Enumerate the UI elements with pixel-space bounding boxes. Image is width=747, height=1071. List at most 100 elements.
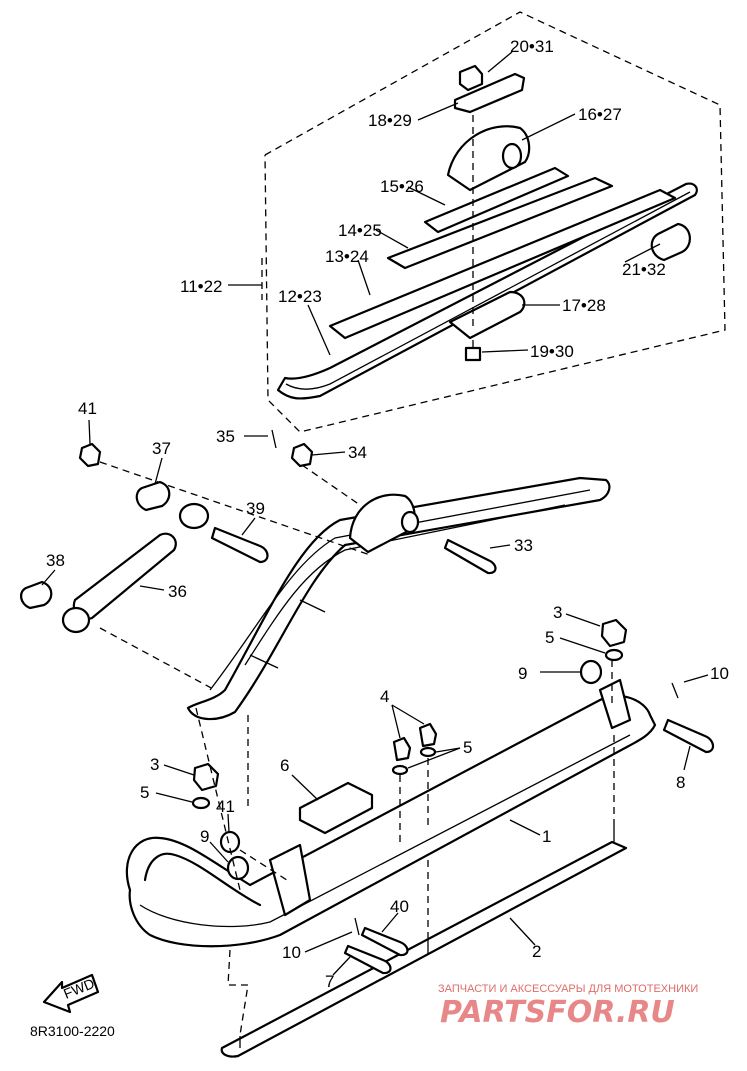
label-7: 7 — [325, 972, 334, 991]
shock-lower-eye — [61, 606, 91, 634]
washer-5-right — [419, 746, 437, 758]
label-36: 36 — [168, 582, 187, 601]
clamp-bolt-hole — [501, 142, 523, 170]
leader-15-26 — [407, 186, 446, 206]
collar-37 — [135, 480, 171, 512]
leader-5b-left — [407, 747, 461, 769]
collar-9-rear — [579, 659, 603, 685]
leader-34 — [311, 451, 346, 456]
label-20-31: 20•31 — [510, 37, 554, 56]
leader-6 — [291, 774, 319, 801]
lower-leaf-spring — [186, 476, 611, 891]
leader-9b — [209, 841, 229, 863]
nut-20 — [458, 64, 484, 92]
bracket-18 — [453, 72, 526, 114]
leader-33 — [489, 544, 511, 549]
leader-20-31 — [487, 51, 513, 73]
ski-tip-curve — [143, 852, 262, 907]
label-1: 1 — [542, 827, 551, 846]
label-41b: 41 — [216, 797, 235, 816]
lower-leaf-layer-2 — [244, 504, 566, 666]
label-12-23: 12•23 — [278, 287, 322, 306]
bolt-7 — [343, 944, 392, 975]
leader-5c — [155, 792, 193, 803]
label-19-30: 19•30 — [530, 342, 574, 361]
leader-41a — [88, 419, 91, 445]
collar-21 — [650, 222, 691, 262]
leader-7 — [332, 956, 351, 976]
label-10b: 10 — [282, 943, 301, 962]
bolt-39 — [210, 526, 269, 564]
label-9a: 9 — [518, 664, 527, 683]
shock-upper-eye — [178, 502, 210, 530]
label-13-24: 13•24 — [325, 247, 369, 266]
cotter-pin-10-rear — [671, 682, 679, 699]
label-3a: 3 — [553, 603, 562, 622]
spring-pad-17 — [448, 290, 526, 340]
label-5b: 5 — [463, 738, 472, 757]
label-14-25: 14•25 — [338, 221, 382, 240]
leader-3a — [565, 613, 601, 627]
leader-40 — [381, 912, 399, 933]
leader-2 — [509, 917, 536, 946]
label-3b: 3 — [150, 755, 159, 774]
washer-5-rear — [604, 648, 624, 662]
main-leaf-12 — [276, 182, 698, 400]
leader-16-27 — [521, 113, 576, 141]
washer-5-left — [391, 764, 409, 776]
label-18-29: 18•29 — [368, 111, 412, 130]
diagram-code: 8R3100-2220 — [30, 1023, 115, 1039]
leader-37 — [154, 457, 163, 485]
leader-39 — [241, 517, 256, 536]
nut-41-upper — [78, 442, 102, 468]
cotter-pin-10-front — [354, 917, 360, 936]
label-33: 33 — [514, 536, 533, 555]
label-21-32: 21•32 — [622, 260, 666, 279]
leaf-15 — [423, 166, 570, 234]
label-6: 6 — [280, 756, 289, 775]
nut-3-front — [192, 762, 220, 792]
watermark-brand: PARTSFOR.RU — [440, 995, 675, 1030]
assembly-box-outline — [264, 11, 726, 433]
label-17-28: 17•28 — [562, 296, 606, 315]
label-15-26: 15•26 — [380, 177, 424, 196]
leader-8 — [683, 745, 691, 771]
leader-14-25 — [375, 229, 409, 249]
fwd-arrow: FWD — [42, 973, 100, 1014]
label-38: 38 — [46, 551, 65, 570]
label-37: 37 — [152, 439, 171, 458]
leader-38 — [41, 569, 56, 586]
leaf-13 — [328, 188, 677, 340]
label-39: 39 — [246, 499, 265, 518]
label-10a: 10 — [710, 664, 729, 683]
nut-34 — [290, 442, 314, 468]
runner-2 — [220, 840, 628, 1058]
label-8: 8 — [676, 773, 685, 792]
bolt-8 — [662, 718, 715, 754]
bolt-40 — [360, 926, 409, 957]
leader-5a — [559, 637, 606, 654]
label-35: 35 — [216, 427, 235, 446]
leaf-14 — [386, 176, 614, 270]
leader-3b — [163, 764, 195, 776]
leader-41b — [227, 813, 230, 833]
leaf-segment-2 — [299, 599, 326, 613]
shock-absorber-assembly — [20, 429, 497, 691]
fwd-arrow-icon — [42, 973, 100, 1014]
leaf-segment-1 — [249, 654, 279, 669]
ski-rear-bracket — [598, 678, 632, 730]
nut-34-axis — [301, 464, 361, 506]
nut-4-right — [418, 722, 438, 748]
leader-4-left — [391, 704, 401, 739]
label-2: 2 — [532, 942, 541, 961]
runner-axis-front — [227, 949, 249, 1036]
upper-leaf-spring-assembly — [276, 64, 698, 400]
front-bolt-axis — [239, 849, 291, 883]
collar-38 — [20, 580, 53, 610]
ski-1 — [125, 695, 657, 948]
leader-lines — [41, 51, 709, 976]
washer-5-front — [191, 796, 211, 810]
ski-lower-edge — [139, 734, 631, 928]
